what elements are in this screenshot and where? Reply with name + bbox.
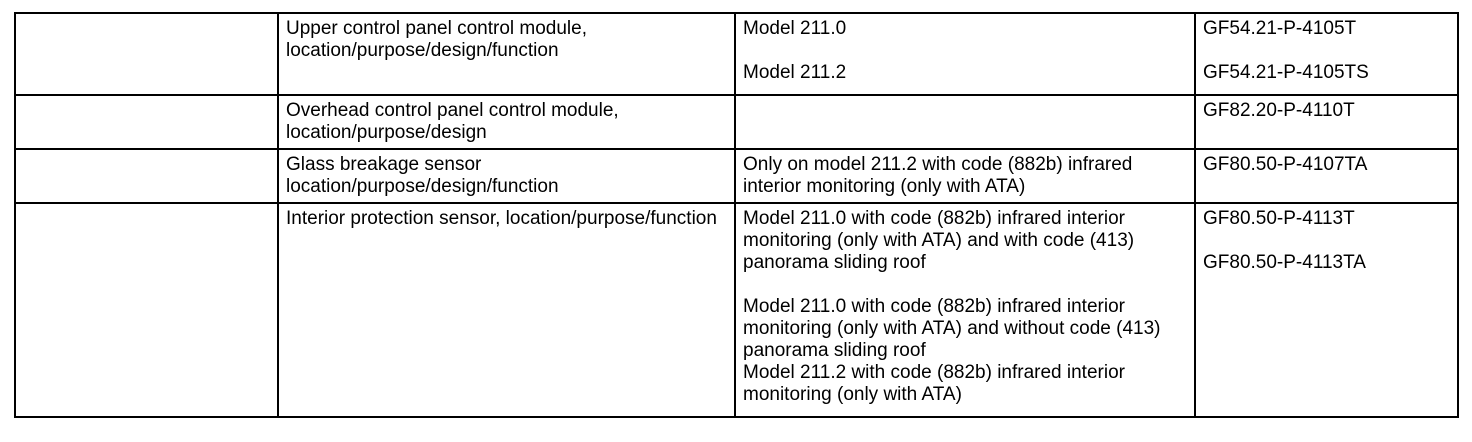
specification-table: Upper control panel control module, loca…	[14, 12, 1459, 418]
table-row: Glass breakage sensor location/purpose/d…	[14, 148, 1459, 204]
row-1-cell-description: Upper control panel control module, loca…	[277, 12, 736, 96]
row-4-cell-condition: Model 211.0 with code (882b) infrared in…	[734, 202, 1196, 418]
row-2-cell-reference: GF82.20-P-4110T	[1194, 94, 1459, 150]
row-2-cell-empty	[14, 94, 279, 150]
row-4-col3-block-3: Model 211.2 with code (882b) infrared in…	[743, 362, 1125, 405]
row-1-col3-block-1: Model 211.0	[743, 18, 847, 39]
row-4-cell-empty	[14, 202, 279, 418]
row-3-col3-block-1: Only on model 211.2 with code (882b) inf…	[743, 154, 1133, 197]
row-4-col4-block-2: GF80.50-P-4113TA	[1203, 252, 1366, 273]
row-4-col3-block-1: Model 211.0 with code (882b) infrared in…	[743, 208, 1135, 273]
row-3-cell-description: Glass breakage sensor location/purpose/d…	[277, 148, 736, 204]
row-3-col4-block-1: GF80.50-P-4107TA	[1203, 154, 1368, 175]
row-2-col2-text: Overhead control panel control module, l…	[286, 100, 619, 143]
row-4-cell-description: Interior protection sensor, location/pur…	[277, 202, 736, 418]
table-row: Overhead control panel control module, l…	[14, 94, 1459, 150]
row-2-cell-condition	[734, 94, 1196, 150]
row-4-cell-reference: GF80.50-P-4113T GF80.50-P-4113TA	[1194, 202, 1459, 418]
row-1-col4-block-2: GF54.21-P-4105TS	[1203, 62, 1369, 83]
row-1-col4-block-1: GF54.21-P-4105T	[1203, 18, 1357, 39]
row-3-cell-empty	[14, 148, 279, 204]
row-2-cell-description: Overhead control panel control module, l…	[277, 94, 736, 150]
row-1-col3-block-2: Model 211.2	[743, 62, 847, 83]
row-2-col4-block-1: GF82.20-P-4110T	[1203, 100, 1355, 121]
row-4-col4-block-1: GF80.50-P-4113T	[1203, 208, 1355, 229]
table-row: Upper control panel control module, loca…	[14, 12, 1459, 96]
row-3-col2-text: Glass breakage sensor location/purpose/d…	[286, 154, 559, 197]
row-1-cell-empty	[14, 12, 279, 96]
table-row: Interior protection sensor, location/pur…	[14, 202, 1459, 418]
row-1-col2-text: Upper control panel control module, loca…	[286, 18, 588, 61]
row-4-col3-block-2: Model 211.0 with code (882b) infrared in…	[743, 296, 1161, 361]
row-3-cell-condition: Only on model 211.2 with code (882b) inf…	[734, 148, 1196, 204]
row-4-col2-text: Interior protection sensor, location/pur…	[286, 208, 717, 229]
row-1-cell-reference: GF54.21-P-4105T GF54.21-P-4105TS	[1194, 12, 1459, 96]
row-3-cell-reference: GF80.50-P-4107TA	[1194, 148, 1459, 204]
row-1-cell-condition: Model 211.0 Model 211.2	[734, 12, 1196, 96]
